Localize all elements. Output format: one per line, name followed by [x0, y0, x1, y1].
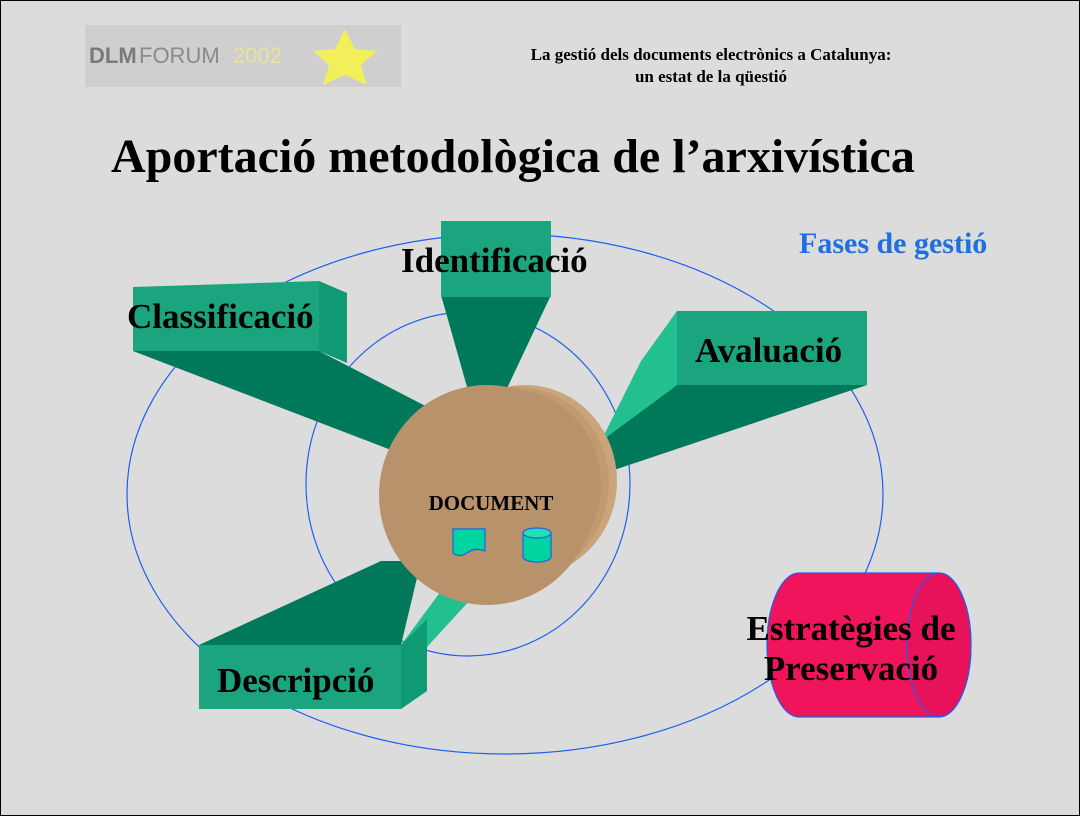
phase-label-identificacio: Identificació	[401, 241, 588, 280]
star-icon	[313, 29, 377, 85]
arm-classificacio	[133, 281, 439, 453]
phase-label-avaluacio: Avaluació	[695, 331, 843, 370]
preservation-label-line1: Estratègies de	[746, 609, 956, 648]
logo-year: 2002	[233, 43, 282, 68]
preservation-cylinder	[766, 572, 972, 718]
preservation-label: Estratègies de Preservació	[731, 609, 971, 689]
phase-label-descripcio: Descripció	[217, 661, 375, 700]
phases-label: Fases de gestió	[799, 227, 988, 260]
logo-text-bold: DLM	[89, 43, 137, 68]
document-label: DOCUMENT	[428, 491, 554, 515]
arm-avaluacio	[601, 311, 867, 471]
slide-title: Aportació metodològica de l’arxivística	[111, 130, 915, 183]
arm-descripcio	[199, 561, 471, 709]
preservation-label-line2: Preservació	[763, 649, 939, 688]
phase-label-classificacio: Classificació	[127, 297, 314, 336]
database-icon	[522, 527, 552, 563]
dlm-forum-logo: DLM FORUM 2002	[85, 25, 401, 87]
logo-text: FORUM	[139, 43, 220, 68]
document-icon	[452, 528, 486, 557]
arm-identificacio	[441, 221, 551, 401]
header-line-2: un estat de la qüestió	[634, 67, 788, 86]
header-line-1: La gestió dels documents electrònics a C…	[530, 45, 892, 64]
